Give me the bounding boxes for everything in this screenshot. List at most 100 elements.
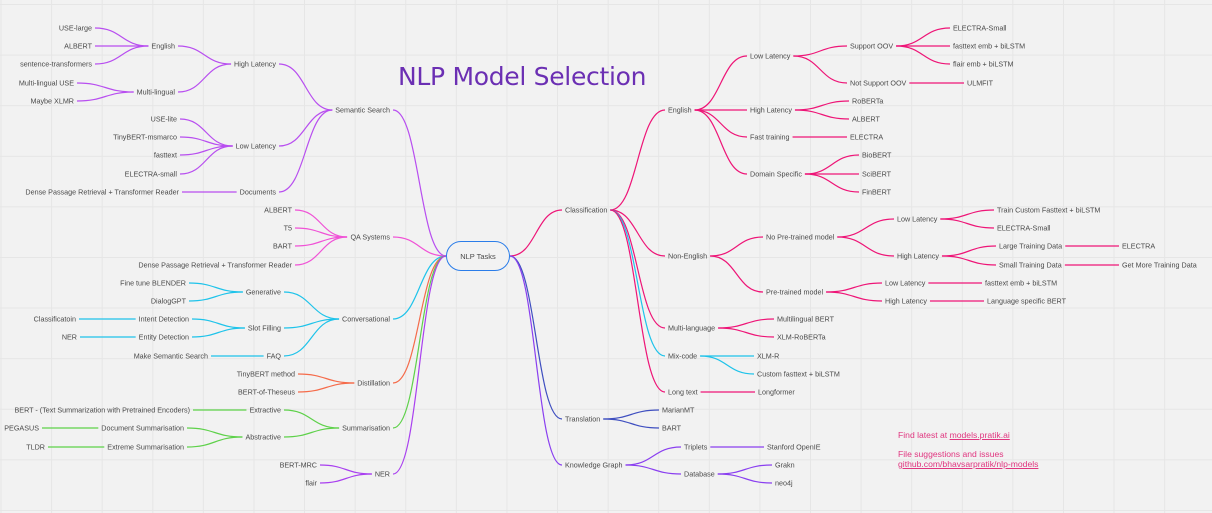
node-distillation[interactable]: Distillation	[357, 378, 390, 388]
node-electra[interactable]: ELECTRA	[850, 132, 884, 142]
node-domain-specific[interactable]: Domain Specific	[750, 169, 802, 179]
node-tinybert-method[interactable]: TinyBERT method	[236, 369, 295, 379]
node-intent-detection[interactable]: Intent Detection	[138, 314, 189, 324]
node-bert-of-theseus[interactable]: BERT-of-Theseus	[238, 387, 295, 397]
node-fast-training[interactable]: Fast training	[750, 132, 790, 142]
models-link[interactable]: models.pratik.ai	[949, 430, 1010, 440]
node-custom-fasttext-bilstm[interactable]: Custom fasttext + biLSTM	[757, 369, 840, 379]
node-multilingual-bert[interactable]: Multilingual BERT	[777, 314, 834, 324]
node-conversational[interactable]: Conversational	[342, 314, 390, 324]
node-tinybert-msmarco[interactable]: TinyBERT-msmarco	[113, 132, 177, 142]
node-fasttext[interactable]: fasttext	[153, 150, 177, 160]
node-language-specific-bert[interactable]: Language specific BERT	[987, 296, 1066, 306]
node-high-latency[interactable]: High Latency	[234, 59, 276, 69]
node-multi-lingual[interactable]: Multi-lingual	[136, 87, 175, 97]
node-xlm-roberta[interactable]: XLM-RoBERTa	[777, 332, 826, 342]
node-dense-passage-retrieval-transformer-reader[interactable]: Dense Passage Retrieval + Transformer Re…	[25, 187, 179, 197]
node-flair-emb-bilstm[interactable]: flair emb + biLSTM	[953, 59, 1014, 69]
node-train-custom-fasttext-bilstm[interactable]: Train Custom Fasttext + biLSTM	[997, 205, 1101, 215]
node-neo4j[interactable]: neo4j	[775, 478, 793, 488]
node-extractive[interactable]: Extractive	[249, 405, 281, 415]
node-longformer[interactable]: Longformer	[758, 387, 795, 397]
node-bert-text-summarization-with-pretrained-encoders[interactable]: BERT - (Text Summarization with Pretrain…	[14, 405, 191, 415]
node-slot-filling[interactable]: Slot Filling	[247, 323, 281, 333]
node-qa-systems[interactable]: QA Systems	[350, 232, 390, 242]
node-english[interactable]: English	[151, 41, 175, 51]
node-generative[interactable]: Generative	[245, 287, 281, 297]
node-low-latency[interactable]: Low Latency	[885, 278, 926, 288]
node-finbert[interactable]: FinBERT	[862, 187, 892, 197]
node-flair[interactable]: flair	[305, 478, 317, 488]
node-multi-language[interactable]: Multi-language	[668, 323, 716, 333]
node-marianmt[interactable]: MarianMT	[662, 405, 695, 415]
node-get-more-training-data[interactable]: Get More Training Data	[1122, 260, 1197, 270]
node-scibert[interactable]: SciBERT	[862, 169, 892, 179]
node-tldr[interactable]: TLDR	[26, 442, 45, 452]
node-ner[interactable]: NER	[374, 469, 390, 479]
node-support-oov[interactable]: Support OOV	[850, 41, 894, 51]
node-electra-small[interactable]: ELECTRA-small	[124, 169, 177, 179]
node-extreme-summarisation[interactable]: Extreme Summarisation	[107, 442, 184, 452]
node-sentence-transformers[interactable]: sentence-transformers	[20, 59, 92, 69]
node-document-summarisation[interactable]: Document Summarisation	[101, 423, 184, 433]
node-abstractive[interactable]: Abstractive	[245, 432, 281, 442]
node-classificatoin[interactable]: Classificatoin	[33, 314, 76, 324]
node-fasttext-emb-bilstm[interactable]: fasttext emb + biLSTM	[985, 278, 1058, 288]
node-use-large[interactable]: USE-large	[58, 23, 92, 33]
node-albert[interactable]: ALBERT	[264, 205, 292, 215]
node-t5[interactable]: T5	[283, 223, 292, 233]
node-small-training-data[interactable]: Small Training Data	[999, 260, 1062, 270]
node-bart[interactable]: BART	[662, 423, 682, 433]
node-database[interactable]: Database	[684, 469, 715, 479]
github-link[interactable]: github.com/bhavsarpratik/nlp-models	[898, 459, 1039, 469]
node-fasttext-emb-bilstm[interactable]: fasttext emb + biLSTM	[953, 41, 1026, 51]
node-roberta[interactable]: RoBERTa	[852, 96, 884, 106]
node-albert[interactable]: ALBERT	[64, 41, 92, 51]
node-multi-lingual-use[interactable]: Multi-lingual USE	[18, 78, 74, 88]
node-pre-trained-model[interactable]: Pre-trained model	[766, 287, 824, 297]
node-pegasus[interactable]: PEGASUS	[4, 423, 39, 433]
node-stanford-openie[interactable]: Stanford OpenIE	[767, 442, 821, 452]
node-semantic-search[interactable]: Semantic Search	[335, 105, 390, 115]
node-bart[interactable]: BART	[272, 241, 292, 251]
node-dialoggpt[interactable]: DialogGPT	[150, 296, 186, 306]
node-non-english[interactable]: Non-English	[668, 251, 708, 261]
node-fine-tune-blender[interactable]: Fine tune BLENDER	[120, 278, 186, 288]
node-maybe-xlmr[interactable]: Maybe XLMR	[30, 96, 74, 106]
node-xlm-r[interactable]: XLM-R	[757, 351, 780, 361]
node-ulmfit[interactable]: ULMFIT	[967, 78, 993, 88]
node-electra-small[interactable]: ELECTRA-Small	[997, 223, 1051, 233]
node-electra-small[interactable]: ELECTRA-Small	[953, 23, 1007, 33]
node-english[interactable]: English	[668, 105, 692, 115]
node-summarisation[interactable]: Summarisation	[342, 423, 390, 433]
node-translation[interactable]: Translation	[565, 414, 601, 424]
node-triplets[interactable]: Triplets	[684, 442, 708, 452]
node-mix-code[interactable]: Mix-code	[668, 351, 698, 361]
node-use-lite[interactable]: USE-lite	[150, 114, 177, 124]
node-faq[interactable]: FAQ	[266, 351, 281, 361]
node-low-latency[interactable]: Low Latency	[750, 51, 791, 61]
node-no-pre-trained-model[interactable]: No Pre-trained model	[766, 232, 835, 242]
node-knowledge-graph[interactable]: Knowledge Graph	[565, 460, 623, 470]
node-biobert[interactable]: BioBERT	[862, 150, 892, 160]
node-classification[interactable]: Classification	[565, 205, 608, 215]
node-dense-passage-retrieval-transformer-reader[interactable]: Dense Passage Retrieval + Transformer Re…	[138, 260, 292, 270]
node-high-latency[interactable]: High Latency	[897, 251, 939, 261]
node-electra[interactable]: ELECTRA	[1122, 241, 1156, 251]
node-high-latency[interactable]: High Latency	[750, 105, 792, 115]
node-documents[interactable]: Documents	[239, 187, 276, 197]
node-make-semantic-search[interactable]: Make Semantic Search	[133, 351, 208, 361]
node-low-latency[interactable]: Low Latency	[897, 214, 938, 224]
node-long-text[interactable]: Long text	[668, 387, 698, 397]
node-ner[interactable]: NER	[61, 332, 77, 342]
node-albert[interactable]: ALBERT	[852, 114, 880, 124]
root-node[interactable]: NLP Tasks	[446, 241, 510, 271]
node-grakn[interactable]: Grakn	[775, 460, 795, 470]
node-bert-mrc[interactable]: BERT-MRC	[279, 460, 317, 470]
node-not-support-oov[interactable]: Not Support OOV	[850, 78, 907, 88]
node-large-training-data[interactable]: Large Training Data	[999, 241, 1063, 251]
node-low-latency[interactable]: Low Latency	[235, 141, 276, 151]
node-high-latency[interactable]: High Latency	[885, 296, 927, 306]
node-entity-detection[interactable]: Entity Detection	[138, 332, 189, 342]
